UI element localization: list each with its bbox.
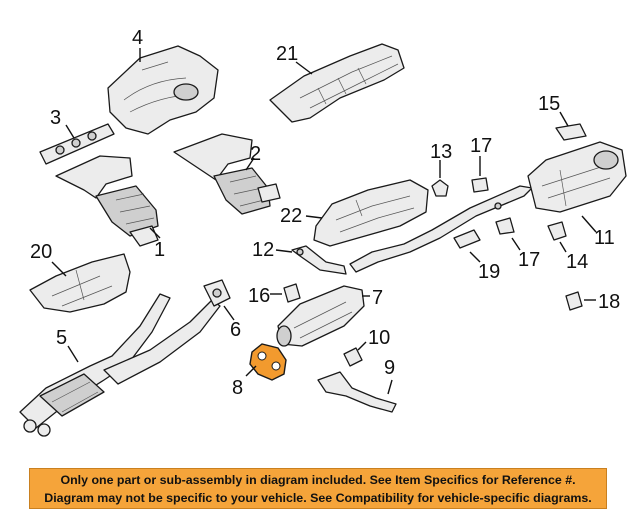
callout-7[interactable]: 7 [372,287,383,309]
callout-12[interactable]: 12 [252,239,274,261]
bushing-16 [283,283,301,303]
front-pipe [19,293,221,437]
callout-18[interactable]: 18 [598,291,620,313]
heat-shield-tunnel [269,43,405,123]
bushing-10 [343,347,363,367]
heat-shield-center [313,179,429,247]
callout-14[interactable]: 14 [566,251,588,273]
bracket-15 [555,123,587,141]
callout-11[interactable]: 11 [594,227,615,249]
hanger-17-upper [471,177,489,193]
bracket-9 [317,371,397,413]
hanger-19 [453,229,481,249]
callout-1[interactable]: 1 [154,239,165,261]
manifold-gasket [39,123,115,165]
callout-20[interactable]: 20 [30,241,52,263]
callout-6[interactable]: 6 [230,319,241,341]
callout-17-lower[interactable]: 17 [518,249,540,271]
callout-3[interactable]: 3 [50,107,61,129]
heat-shield-upper [107,45,219,135]
highlighted-gasket-8[interactable] [249,343,287,381]
bushing-18 [565,291,583,311]
callout-22[interactable]: 22 [280,205,302,227]
disclaimer-banner: Only one part or sub-assembly in diagram… [29,468,607,509]
disclaimer-line-1: Only one part or sub-assembly in diagram… [60,472,576,487]
manifold-converter-front [55,155,159,247]
disclaimer-line-2: Diagram may not be specific to your vehi… [44,490,592,505]
callout-17-upper[interactable]: 17 [470,135,492,157]
center-muffler [276,285,365,347]
exhaust-pipe [349,185,533,273]
callout-19[interactable]: 19 [478,261,500,283]
rear-muffler [527,141,627,213]
gasket-6 [203,279,231,307]
callout-4[interactable]: 4 [132,27,143,49]
callout-8[interactable]: 8 [232,377,243,399]
manifold-converter-rear [173,133,281,215]
callout-16[interactable]: 16 [248,285,270,307]
heat-shield-lower [29,253,131,313]
callout-5[interactable]: 5 [56,327,67,349]
callout-10[interactable]: 10 [368,327,390,349]
clamp-13 [431,179,449,197]
callout-21[interactable]: 21 [276,43,298,65]
callout-2[interactable]: 2 [250,143,261,165]
callout-9[interactable]: 9 [384,357,395,379]
bracket-12 [291,245,347,275]
bracket-14 [547,221,567,241]
hanger-17-lower [495,217,515,235]
callout-13[interactable]: 13 [430,141,452,163]
callout-15[interactable]: 15 [538,93,560,115]
